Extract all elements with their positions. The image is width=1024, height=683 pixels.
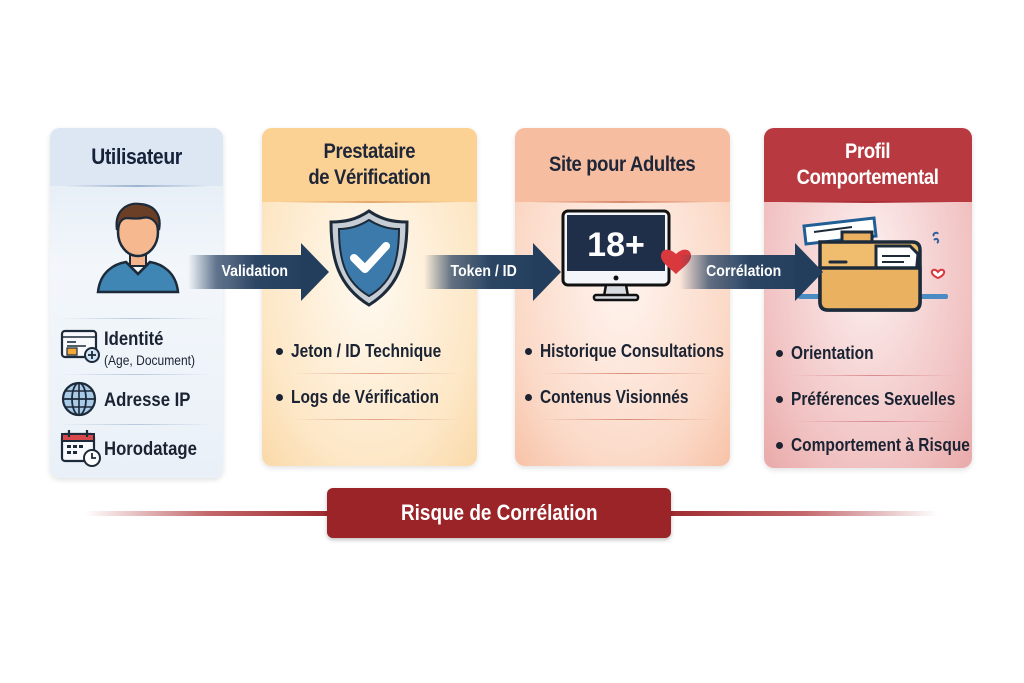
arrow-head-icon [795, 243, 823, 301]
divider [292, 373, 461, 374]
item-label: Préférences Sexuelles [791, 388, 956, 409]
arrow-head-icon [301, 243, 329, 301]
card-header: Prestataire de Vérification [262, 128, 477, 202]
bullet [276, 347, 283, 355]
arrow-label: Validation [221, 263, 289, 280]
card-title-line1: Profil [845, 140, 891, 163]
bullet [276, 393, 283, 401]
divider [63, 185, 210, 187]
item-label: Identité [104, 328, 164, 350]
card-profil-comportemental: Profil Comportemental [764, 128, 972, 468]
item-label: Adresse IP [104, 390, 191, 411]
item-label: Horodatage [104, 439, 197, 460]
item-list: Jeton / ID Technique Logs de Vérificatio… [262, 328, 477, 420]
bullet [776, 395, 783, 403]
bullet [776, 349, 783, 357]
divider [541, 373, 714, 374]
list-item: Logs de Vérification [276, 374, 477, 420]
divider [292, 419, 461, 420]
divider [60, 424, 213, 425]
card-prestataire-verification: Prestataire de Vérification Jeton / ID T… [262, 128, 477, 466]
card-header: Utilisateur [50, 128, 223, 186]
item-label: Orientation [791, 342, 874, 363]
item-label: Comportement à Risque [791, 434, 970, 455]
bullet [776, 441, 783, 449]
divider [780, 201, 956, 203]
item-list: Orientation Préférences Sexuelles Compor… [764, 330, 972, 468]
divider [60, 374, 213, 375]
list-item: Comportement à Risque [776, 422, 972, 468]
risk-line-right [668, 511, 938, 516]
card-site-adultes: Site pour Adultes 18+ Historique Consult… [515, 128, 730, 466]
bullet [525, 393, 532, 401]
user-avatar-icon [92, 196, 184, 299]
list-item: Préférences Sexuelles [776, 376, 972, 422]
globe-icon [60, 380, 104, 423]
item-label: Logs de Vérification [291, 386, 439, 407]
list-item-adresse-ip: Adresse IP [60, 380, 220, 422]
item-label: Historique Consultations [540, 340, 725, 361]
divider [791, 421, 957, 422]
card-header: Site pour Adultes [515, 128, 730, 202]
arrow-head-icon [533, 243, 561, 301]
list-item: Contenus Visionnés [525, 374, 730, 420]
item-sublabel: (Age, Document) [104, 351, 196, 368]
list-item: Historique Consultations [525, 328, 730, 374]
risk-banner-label: Risque de Corrélation [400, 500, 598, 525]
card-title-line1: Prestataire [323, 140, 416, 163]
card-header: Profil Comportemental [764, 128, 972, 202]
card-title-line2: de Vérification [308, 166, 431, 189]
arrow-token-id: Token / ID [424, 243, 562, 301]
bullet [525, 347, 532, 355]
list-item-horodatage: Horodatage [60, 428, 220, 472]
divider [532, 201, 713, 203]
item-list: Historique Consultations Contenus Vision… [515, 328, 730, 420]
risk-banner: Risque de Corrélation [327, 488, 671, 538]
divider [60, 318, 213, 319]
divider [279, 201, 460, 203]
card-title: Utilisateur [91, 144, 182, 169]
arrow-validation: Validation [188, 243, 329, 301]
shield-check-icon [326, 208, 412, 313]
screen-text: 18+ [587, 226, 645, 264]
calendar-clock-icon [60, 428, 104, 473]
id-card-icon [60, 328, 104, 369]
item-label: Contenus Visionnés [540, 386, 689, 407]
arrow-label: Token / ID [450, 263, 518, 280]
arrow-correlation: Corrélation [680, 243, 824, 301]
list-item: Jeton / ID Technique [276, 328, 477, 374]
monitor-18plus-icon: 18+ [560, 208, 695, 309]
list-item: Orientation [776, 330, 972, 376]
card-utilisateur: Utilisateur [50, 128, 223, 478]
list-item-identite: Identité (Age, Document) [60, 324, 220, 372]
folder-documents-icon [792, 206, 952, 319]
risk-line-left [85, 511, 330, 516]
divider [791, 375, 957, 376]
item-label: Jeton / ID Technique [291, 340, 442, 361]
arrow-label: Corrélation [706, 263, 782, 280]
divider [541, 419, 714, 420]
card-title-line2: Comportemental [797, 166, 939, 189]
card-title: Site pour Adultes [549, 153, 696, 176]
